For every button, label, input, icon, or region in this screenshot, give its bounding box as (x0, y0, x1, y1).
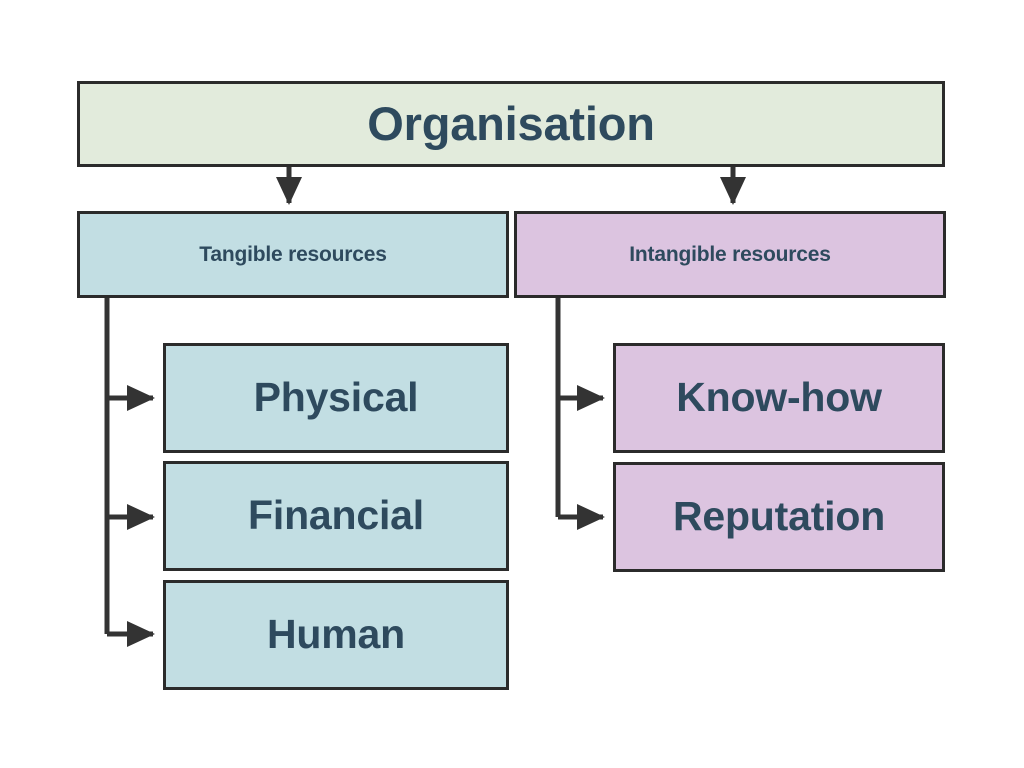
node-physical[interactable]: Physical (163, 343, 509, 453)
node-organisation[interactable]: Organisation (77, 81, 945, 167)
node-tangible-resources[interactable]: Tangible resources (77, 211, 509, 298)
node-know-how[interactable]: Know-how (613, 343, 945, 453)
node-intangible-resources[interactable]: Intangible resources (514, 211, 946, 298)
node-reputation[interactable]: Reputation (613, 462, 945, 572)
node-financial[interactable]: Financial (163, 461, 509, 571)
node-human[interactable]: Human (163, 580, 509, 690)
